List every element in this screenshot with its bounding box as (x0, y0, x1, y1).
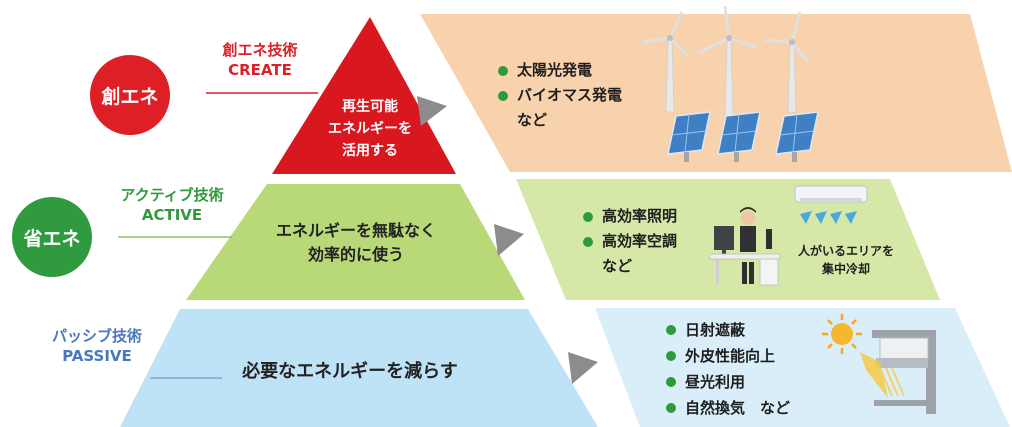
list-item-label: 高効率照明 (602, 207, 678, 225)
tech-label-active-en: ACTIVE (141, 206, 203, 224)
wind-turbine-1 (641, 11, 690, 113)
list-item: 外皮性能向上 (666, 343, 790, 369)
active-note-line-1: 人がいるエリアを (797, 244, 894, 258)
office-worker-icon (709, 207, 781, 286)
pyramid-middle-line-2: 効率的に使う (307, 245, 404, 264)
list-item-label: 太陽光発電 (517, 61, 593, 79)
pyramid-top-line-2: エネルギーを (328, 121, 412, 137)
sun-icon (822, 314, 862, 354)
list-item: 日射遮蔽 (666, 317, 790, 343)
create-energy-circle: 創エネ (90, 55, 170, 135)
create-panel-list: 太陽光発電 バイオマス発電 など (498, 58, 622, 133)
list-item-suffix: など (498, 108, 622, 133)
bullet-dot-icon (666, 403, 676, 413)
solar-panel-icon (667, 111, 819, 162)
list-suffix-label: など (517, 111, 548, 129)
bullet-dot-icon (666, 325, 676, 335)
list-item: 高効率照明 (583, 204, 677, 229)
pyramid-top-line-1: 再生可能 (342, 99, 398, 115)
pyramid-top-line-3: 活用する (342, 143, 398, 159)
passive-panel-list: 日射遮蔽 外皮性能向上 昼光利用 自然換気 など (666, 317, 790, 421)
bullet-dot-icon (498, 90, 508, 101)
list-item: 太陽光発電 (498, 58, 622, 83)
tech-label-passive-en: PASSIVE (62, 347, 132, 365)
pyramid-top-layer (272, 17, 456, 174)
save-energy-circle: 省エネ (12, 197, 92, 277)
tech-label-active-jp: アクティブ技術 (120, 186, 224, 204)
pyramid-bottom-text: 必要なエネルギーを減らす (180, 360, 520, 384)
pyramid-middle-line-1: エネルギーを無駄なく (275, 221, 436, 240)
building-eave-icon (860, 330, 936, 414)
wind-turbine-2 (699, 5, 759, 117)
solar-panel-3 (775, 111, 819, 162)
pyramid-bottom-layer (120, 309, 598, 427)
list-item-label: 自然換気 など (685, 399, 791, 417)
list-item: 自然換気 など (666, 395, 790, 421)
list-item: 昼光利用 (666, 369, 790, 395)
bullet-dot-icon (583, 236, 593, 247)
pyramid-top-text: 再生可能 エネルギーを 活用する (300, 96, 440, 162)
arrow-create-icon (417, 96, 447, 126)
list-item-label: 日射遮蔽 (685, 321, 746, 339)
list-suffix-label: など (602, 257, 633, 275)
list-item-suffix: など (583, 254, 677, 279)
active-panel-note: 人がいるエリアを 集中冷却 (786, 242, 906, 278)
air-conditioner-icon (794, 185, 868, 224)
tech-label-create-jp: 創エネ技術 (222, 41, 298, 59)
pyramid-middle-layer (186, 184, 525, 300)
bullet-dot-icon (583, 211, 593, 222)
panel-create-bg (420, 14, 1012, 172)
list-item-label: バイオマス発電 (517, 86, 623, 104)
wind-turbine-icon (641, 5, 810, 117)
pyramid-bottom-line-1: 必要なエネルギーを減らす (242, 361, 458, 382)
tech-label-create-en: CREATE (228, 61, 292, 79)
bullet-dot-icon (666, 351, 676, 361)
list-item-label: 外皮性能向上 (685, 347, 776, 365)
tech-label-active: アクティブ技術 ACTIVE (92, 185, 252, 225)
list-item: 高効率空調 (583, 229, 677, 254)
tech-label-passive: パッシブ技術 PASSIVE (22, 326, 172, 366)
list-item-label: 昼光利用 (685, 373, 746, 391)
wind-turbine-3 (763, 11, 810, 113)
solar-panel-1 (667, 111, 711, 162)
active-panel-list: 高効率照明 高効率空調 など (583, 204, 677, 279)
arrow-active-icon (494, 224, 524, 256)
list-item: バイオマス発電 (498, 83, 622, 108)
pyramid-middle-text: エネルギーを無駄なく 効率的に使う (226, 219, 486, 267)
active-note-line-2: 集中冷却 (821, 262, 870, 276)
solar-panel-2 (717, 111, 761, 162)
bullet-dot-icon (666, 377, 676, 387)
bullet-dot-icon (498, 65, 508, 76)
tech-label-passive-jp: パッシブ技術 (51, 327, 142, 345)
tech-label-create: 創エネ技術 CREATE (200, 40, 320, 80)
arrow-passive-icon (568, 352, 598, 384)
list-item-label: 高効率空調 (602, 232, 678, 250)
panel-passive-bg (595, 308, 1010, 427)
